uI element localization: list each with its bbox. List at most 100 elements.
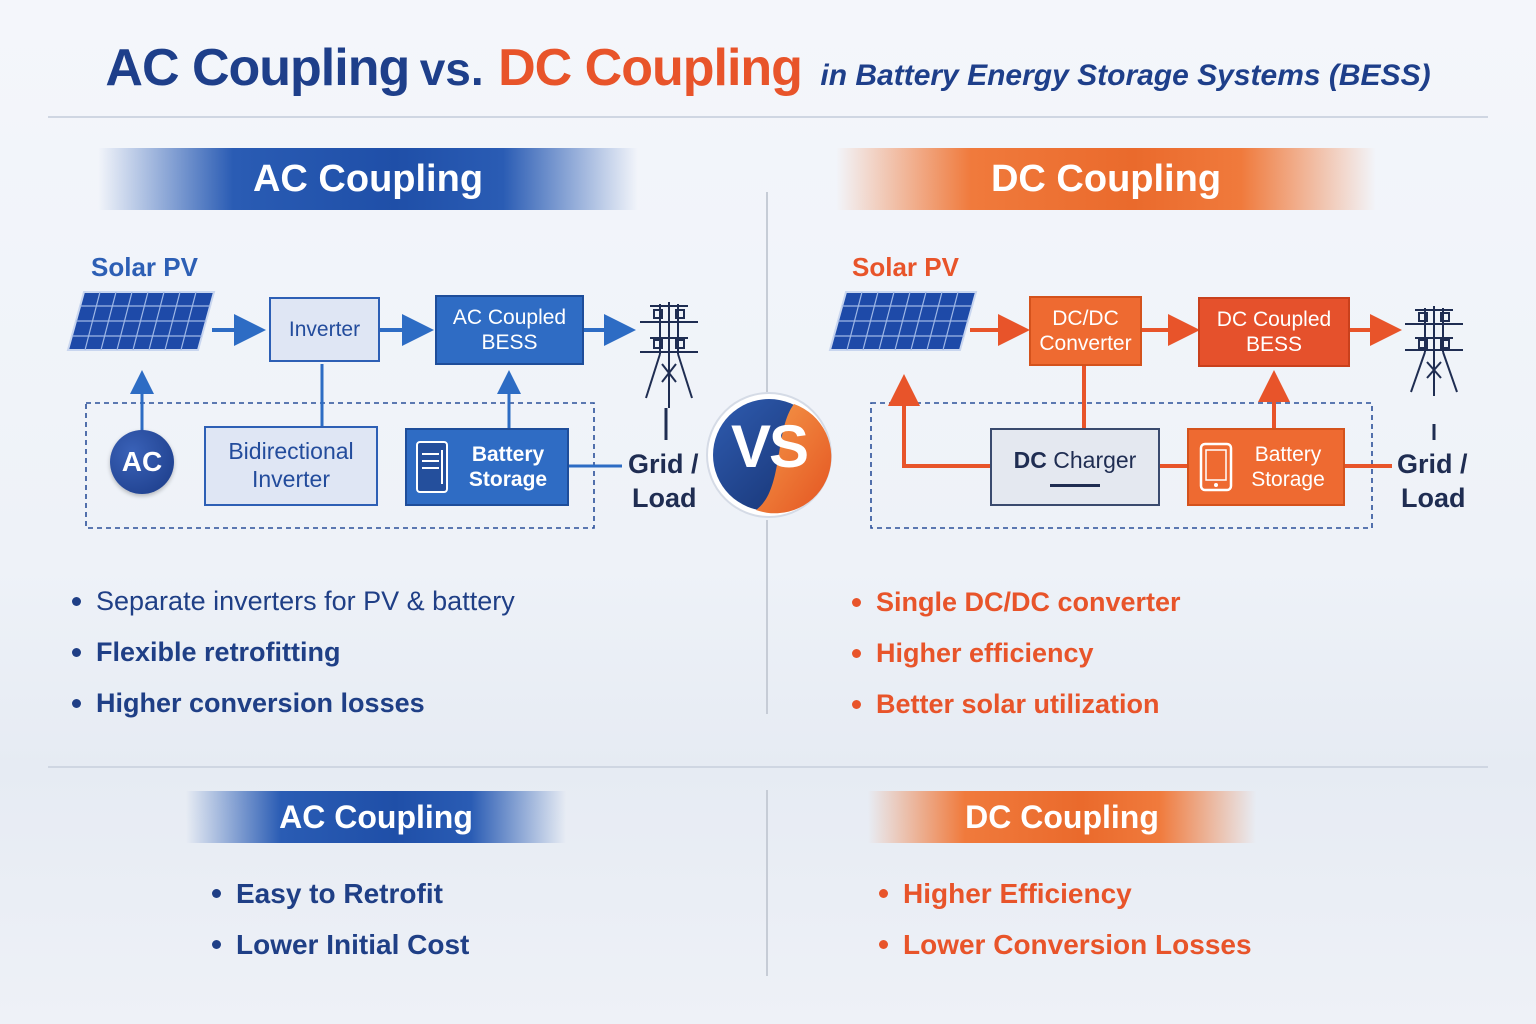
dc-bess-label-1: DC Coupled [1216, 307, 1332, 331]
dc-charger-box: DC Charger [990, 428, 1160, 506]
bullet-dot [879, 940, 888, 949]
title-dc: DC Coupling [498, 39, 803, 97]
dc-bess-box: DC Coupled BESS [1198, 297, 1350, 367]
bullet-dot [212, 889, 221, 898]
ac-bidir-label-1: Bidirectional [228, 438, 354, 465]
ac-circle: AC [110, 430, 174, 494]
dc-summary-text: Lower Conversion Losses [903, 928, 1252, 960]
dc-summary-banner-text: DC Coupling [965, 798, 1159, 835]
ac-summary-text: Lower Initial Cost [236, 928, 470, 960]
center-divider-middle [766, 520, 768, 714]
list-item: Lower Conversion Losses [879, 919, 1252, 970]
ac-summary-banner-text: AC Coupling [279, 798, 473, 835]
dc-charger-text: DC Charger [1014, 447, 1137, 475]
dc-solar-label: Solar PV [852, 252, 959, 282]
dc-summary-banner: DC Coupling [868, 791, 1256, 843]
page-title: AC Coupling vs. DC Coupling in Battery E… [0, 38, 1536, 98]
ac-summary-text: Easy to Retrofit [236, 877, 443, 909]
bullet-dot [879, 889, 888, 898]
ac-feature-text: Higher conversion losses [96, 688, 425, 718]
dc-battery-storage-box: Battery Storage [1187, 428, 1345, 506]
dc-converter-label-1: DC/DC [1052, 306, 1119, 330]
dc-dashed-frame [870, 402, 1373, 529]
title-ac: AC Coupling [105, 39, 410, 97]
list-item: Better solar utilization [852, 679, 1181, 730]
bullet-dot [852, 598, 861, 607]
ac-grid-label-1: Grid / [628, 449, 699, 479]
ac-bess-label-1: AC Coupled [452, 305, 567, 329]
dc-summary-text: Higher Efficiency [903, 877, 1132, 909]
dc-feature-text: Single DC/DC converter [876, 587, 1181, 617]
dc-bess-label-2: BESS [1245, 333, 1303, 356]
dc-grid-label-2: Load [1401, 482, 1466, 513]
ac-banner-text: AC Coupling [252, 157, 484, 200]
ac-solar-panel-icon [66, 291, 216, 351]
ac-battery-label-1: Battery [471, 442, 545, 466]
ac-inverter-box: Inverter [269, 297, 380, 362]
list-item: Separate inverters for PV & battery [72, 576, 515, 627]
dc-arrow-charger-solar [888, 374, 990, 468]
dc-charger-label-word: Charger [1053, 446, 1137, 473]
ac-solar-label: Solar PV [91, 252, 198, 282]
list-item: Higher efficiency [852, 628, 1181, 679]
ac-feature-list: Separate inverters for PV & battery Flex… [72, 576, 515, 729]
list-item: Lower Initial Cost [212, 919, 469, 970]
bullet-dot [852, 649, 861, 658]
title-subtitle: in Battery Energy Storage Systems (BESS) [820, 59, 1431, 92]
list-item: Flexible retrofitting [72, 627, 515, 678]
dc-battery-label-2: Storage [1251, 468, 1325, 491]
ac-battery-storage-box: Battery Storage [405, 428, 569, 506]
dc-transmission-tower-icon [1405, 306, 1463, 396]
dc-charger-label-dc: DC [1013, 446, 1047, 473]
ac-battery-text: Battery Storage [449, 442, 567, 492]
summary-divider [48, 766, 1488, 768]
ac-feature-text: Separate inverters for PV & battery [96, 586, 515, 616]
list-item: Higher conversion losses [72, 678, 515, 729]
dc-charger-symbol [1050, 484, 1100, 488]
center-divider-bottom [766, 790, 768, 976]
bullet-dot [72, 699, 81, 708]
bullet-dot [212, 940, 221, 949]
dc-battery-icon [1199, 442, 1233, 492]
ac-bidirectional-inverter-box: Bidirectional Inverter [204, 426, 378, 506]
ac-grid-label-2: Load [632, 482, 697, 513]
bullet-dot [72, 648, 81, 657]
dc-converter-box: DC/DC Converter [1029, 296, 1142, 366]
ac-bidir-label-2: Inverter [252, 466, 330, 492]
dc-banner-text: DC Coupling [990, 157, 1222, 200]
vs-badge-text: VS [730, 413, 809, 480]
ac-summary-list: Easy to Retrofit Lower Initial Cost [212, 868, 469, 970]
dc-summary-list: Higher Efficiency Lower Conversion Losse… [879, 868, 1252, 970]
dc-battery-text: Battery Storage [1233, 442, 1343, 492]
title-divider [48, 116, 1488, 118]
bullet-dot [72, 597, 81, 606]
ac-banner: AC Coupling [98, 148, 638, 210]
dc-feature-list: Single DC/DC converter Higher efficiency… [852, 577, 1181, 730]
ac-battery-label-2: Storage [468, 468, 548, 491]
dc-feature-text: Higher efficiency [876, 638, 1094, 668]
list-item: Easy to Retrofit [212, 868, 469, 919]
ac-transmission-tower-icon [640, 302, 698, 408]
list-item: Higher Efficiency [879, 868, 1252, 919]
title-vs: vs. [419, 43, 484, 95]
ac-bess-label-2: BESS [481, 331, 538, 354]
list-item: Single DC/DC converter [852, 577, 1181, 628]
dc-converter-label-2: Converter [1039, 332, 1132, 355]
dc-feature-text: Better solar utilization [876, 689, 1160, 719]
center-divider-top [766, 192, 768, 392]
ac-grid-load-label: Grid / Load [628, 448, 708, 516]
dc-battery-label-1: Battery [1254, 442, 1322, 466]
ac-bess-box: AC Coupled BESS [435, 295, 584, 365]
ac-battery-icon [416, 441, 448, 493]
vs-badge-icon [706, 392, 832, 518]
ac-feature-text: Flexible retrofitting [96, 637, 341, 667]
ac-summary-banner: AC Coupling [186, 791, 566, 843]
ac-circle-label: AC [121, 446, 163, 477]
ac-inverter-label: Inverter [288, 317, 361, 341]
bullet-dot [852, 700, 861, 709]
dc-grid-load-label: Grid / Load [1397, 448, 1477, 516]
dc-grid-label-1: Grid / [1397, 449, 1468, 479]
dc-banner: DC Coupling [836, 148, 1376, 210]
dc-solar-panel-icon [828, 291, 978, 351]
